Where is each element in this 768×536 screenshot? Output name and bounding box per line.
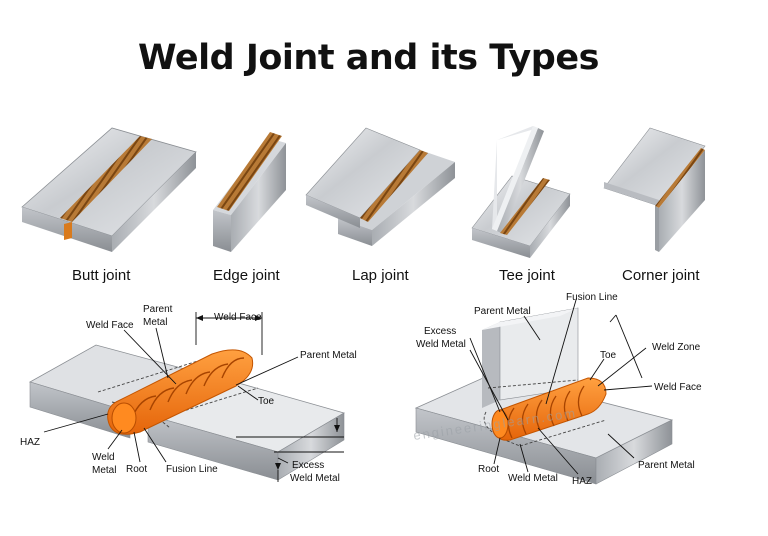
label-root: Root xyxy=(126,464,147,475)
caption-tee-joint: Tee joint xyxy=(499,267,556,284)
label-toe: Toe xyxy=(258,396,275,407)
label-tee-haz: HAZ xyxy=(572,476,592,487)
tee-detail-leaders xyxy=(469,299,653,475)
label-tee-parent-metal-top: Parent Metal xyxy=(474,306,531,317)
butt-detail-leaders xyxy=(43,312,344,482)
caption-corner-joint: Corner joint xyxy=(622,267,700,284)
tee-weld-detail xyxy=(414,307,674,485)
label-weld-metal-line2: Metal xyxy=(92,465,116,476)
label-parent-metal-line1: Parent xyxy=(143,304,173,315)
butt-weld-detail xyxy=(28,344,346,481)
butt-joint-illustration xyxy=(21,127,197,252)
label-excess-line1: Excess xyxy=(292,460,324,471)
label-parent-metal-right: Parent Metal xyxy=(300,350,357,361)
label-tee-toe: Toe xyxy=(600,350,617,361)
label-tee-weld-zone: Weld Zone xyxy=(652,342,701,353)
label-excess-line2: Weld Metal xyxy=(290,473,340,484)
label-weld-face-top: Weld Face xyxy=(214,312,262,323)
caption-edge-joint: Edge joint xyxy=(213,267,281,284)
tee-joint-illustration xyxy=(471,126,571,258)
page-title: Weld Joint and its Types xyxy=(138,38,599,78)
label-tee-weld-metal: Weld Metal xyxy=(508,473,558,484)
edge-joint-illustration xyxy=(213,132,286,252)
label-tee-fusion-line: Fusion Line xyxy=(566,292,618,303)
label-haz: HAZ xyxy=(20,437,40,448)
caption-lap-joint: Lap joint xyxy=(352,267,410,284)
label-parent-metal-line2: Metal xyxy=(143,317,167,328)
label-fusion-line: Fusion Line xyxy=(166,464,218,475)
label-tee-parent-metal-bottom: Parent Metal xyxy=(638,460,695,471)
label-weld-metal-line1: Weld xyxy=(92,452,115,463)
lap-joint-illustration xyxy=(305,127,455,246)
label-tee-root: Root xyxy=(478,464,499,475)
caption-butt-joint: Butt joint xyxy=(72,267,131,284)
label-tee-weld-face: Weld Face xyxy=(654,382,702,393)
label-weld-face-left: Weld Face xyxy=(86,320,134,331)
label-tee-excess-line2: Weld Metal xyxy=(416,339,466,350)
corner-joint-illustration xyxy=(603,127,706,252)
label-tee-excess-line1: Excess xyxy=(424,326,456,337)
